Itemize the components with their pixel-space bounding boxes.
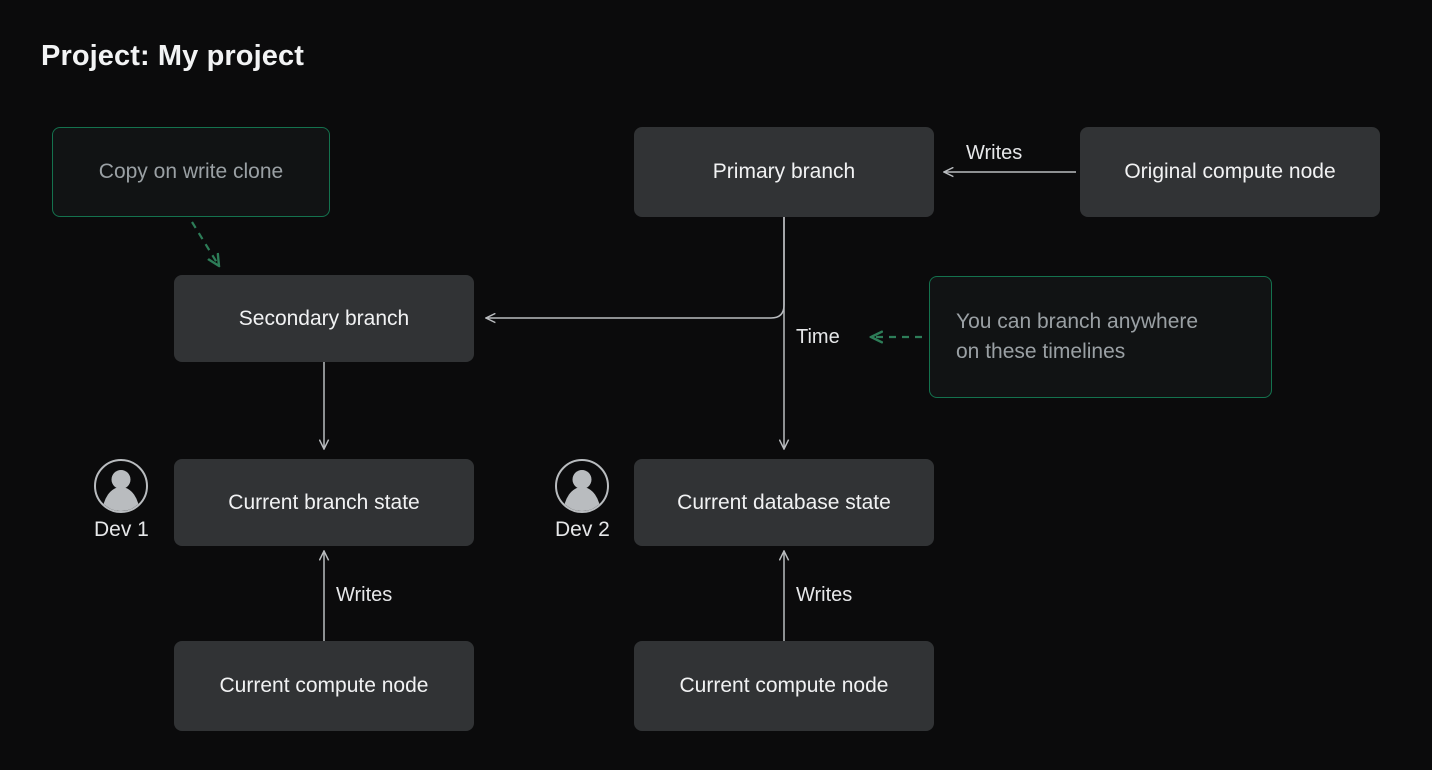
page-title: Project: My project [41,40,304,72]
node-primary-branch-label: Primary branch [712,160,856,184]
callout-copy-on-write-clone-label: Copy on write clone [98,160,284,184]
avatar-dev2-group: Dev 2 [555,459,610,542]
node-current-compute-node-left[interactable]: Current compute node [174,641,474,731]
callout-branch-anywhere-line2: on these timelines [956,340,1126,363]
node-original-compute-node-label: Original compute node [1124,160,1336,184]
edge-label-writes-right: Writes [796,584,853,606]
person-body-icon [563,487,601,511]
node-current-compute-node-right-label: Current compute node [679,674,889,698]
edge-label-writes-top: Writes [966,142,1023,164]
node-primary-branch[interactable]: Primary branch [634,127,934,217]
callout-branch-anywhere: You can branch anywhere on these timelin… [929,276,1272,398]
edge-label-writes-left: Writes [336,584,393,606]
person-head-icon [572,470,592,489]
avatar [94,459,149,513]
node-current-database-state-label: Current database state [677,490,891,514]
edge-clone-callout-dashed [191,221,219,266]
callout-copy-on-write-clone: Copy on write clone [52,127,330,217]
person-head-icon [111,470,131,489]
node-original-compute-node[interactable]: Original compute node [1080,127,1380,217]
node-current-compute-node-right[interactable]: Current compute node [634,641,934,731]
node-current-compute-node-left-label: Current compute node [219,674,429,698]
node-secondary-branch[interactable]: Secondary branch [174,275,474,362]
edge-primary-to-secondary [486,216,785,318]
edge-label-time: Time [796,326,840,348]
avatar-dev1-label: Dev 1 [94,518,149,541]
callout-branch-anywhere-line1: You can branch anywhere [956,310,1199,334]
avatar [555,459,610,513]
node-current-branch-state[interactable]: Current branch state [174,459,474,546]
node-secondary-branch-label: Secondary branch [238,306,410,330]
person-body-icon [102,487,140,511]
avatar-dev2-label: Dev 2 [555,518,610,541]
node-current-branch-state-label: Current branch state [228,490,420,514]
node-current-database-state[interactable]: Current database state [634,459,934,546]
avatar-dev1-group: Dev 1 [94,459,149,542]
